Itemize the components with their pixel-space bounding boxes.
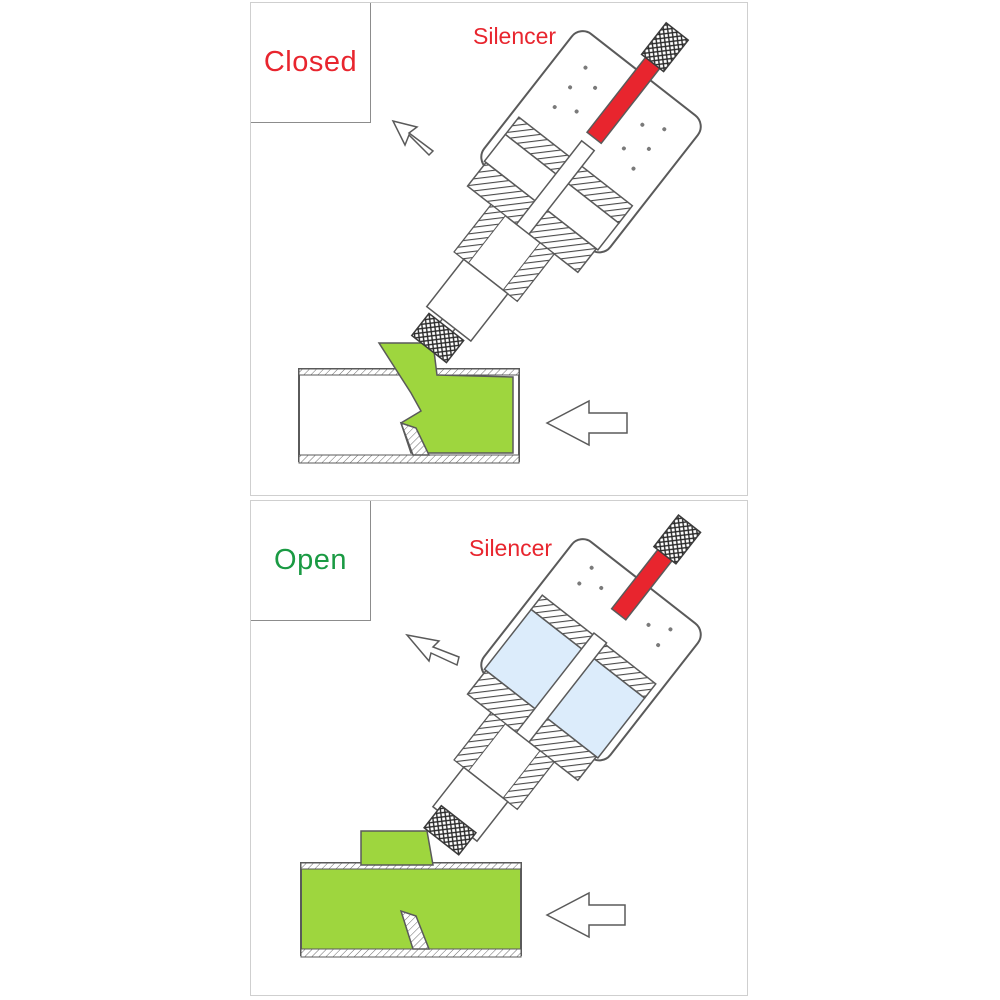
open-state-label: Open (274, 544, 347, 576)
silencer-label-open: Silencer (469, 535, 553, 561)
flow-arrow-icon (545, 399, 628, 447)
silencer-label-closed: Silencer (473, 23, 557, 49)
silencer-cap-open (652, 514, 702, 565)
flow-arrow-icon (545, 891, 626, 939)
actuator-assembly-open (423, 514, 702, 856)
open-state-panel: Open Silencer (250, 500, 748, 996)
open-label-box: Open (251, 501, 371, 621)
closed-label-box: Closed (251, 3, 371, 123)
pipe-body-open (300, 830, 522, 958)
fluid-region (377, 342, 514, 454)
open-valve-diagram (300, 514, 702, 958)
silencer-cap (640, 21, 690, 73)
inlet-air-arrow-icon (405, 633, 460, 667)
closed-valve-diagram (298, 21, 702, 464)
actuator-assembly (410, 21, 702, 364)
valve-disc-open (423, 804, 478, 856)
exhaust-arrow-icon (391, 119, 435, 157)
closed-state-label: Closed (263, 46, 358, 78)
valve-disc (410, 312, 465, 364)
closed-state-panel: Closed Silencer (250, 2, 748, 496)
pipe-body (298, 342, 520, 464)
